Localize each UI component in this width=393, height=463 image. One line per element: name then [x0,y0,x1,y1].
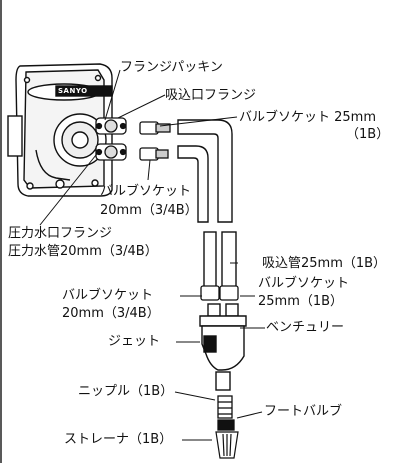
label-valve-socket-25-line2: （1B） [346,127,390,142]
foot-valve-part [217,419,235,431]
label-foot-valve: フートバルブ [264,404,343,419]
pump-volute [53,113,107,167]
valve-socket-20-part [139,147,169,161]
label-valve-socket-20-line1: バルブソケット [100,184,192,199]
label-valve-socket-right-line2: 25mm（1B） [258,294,344,309]
label-valve-socket-25-line1: バルブソケット 25mm [239,110,377,125]
label-suction-flange: 吸込口フランジ [165,88,257,103]
pressure-elbow-pipe [177,145,209,223]
label-suction-pipe: 吸込管25mm（1B） [262,256,387,271]
jet-part [201,325,245,391]
strainer-part [215,431,239,459]
label-pressure-flange: 圧力水口フランジ [8,226,113,241]
nipple-part [217,395,233,419]
lower-pipes [203,231,237,289]
pressure-flange-part [95,143,127,161]
leader-lines [39,69,265,441]
suction-flange-part [95,117,127,135]
label-valve-socket-left-line2: 20mm（3/4B） [62,306,160,321]
suction-elbow-pipe [177,119,233,223]
label-nipple: ニップル（1B） [78,384,174,399]
lower-valve-sockets [200,285,239,301]
label-flange-gasket: フランジパッキン [120,60,223,75]
label-pressure-pipe: 圧力水管20mm（3/4B） [8,244,158,259]
valve-socket-25-part [139,121,171,135]
label-jet: ジェット [108,334,161,349]
label-venturi: ベンチュリー [266,320,345,335]
label-valve-socket-left-line1: バルブソケット [62,288,154,303]
venturi-part [199,303,247,327]
brand-logo-text: SANYO [58,87,88,95]
label-strainer: ストレーナ（1B） [64,432,173,447]
label-valve-socket-right-line1: バルブソケット [258,276,350,291]
label-valve-socket-20-line2: 20mm（3/4B） [100,203,198,218]
